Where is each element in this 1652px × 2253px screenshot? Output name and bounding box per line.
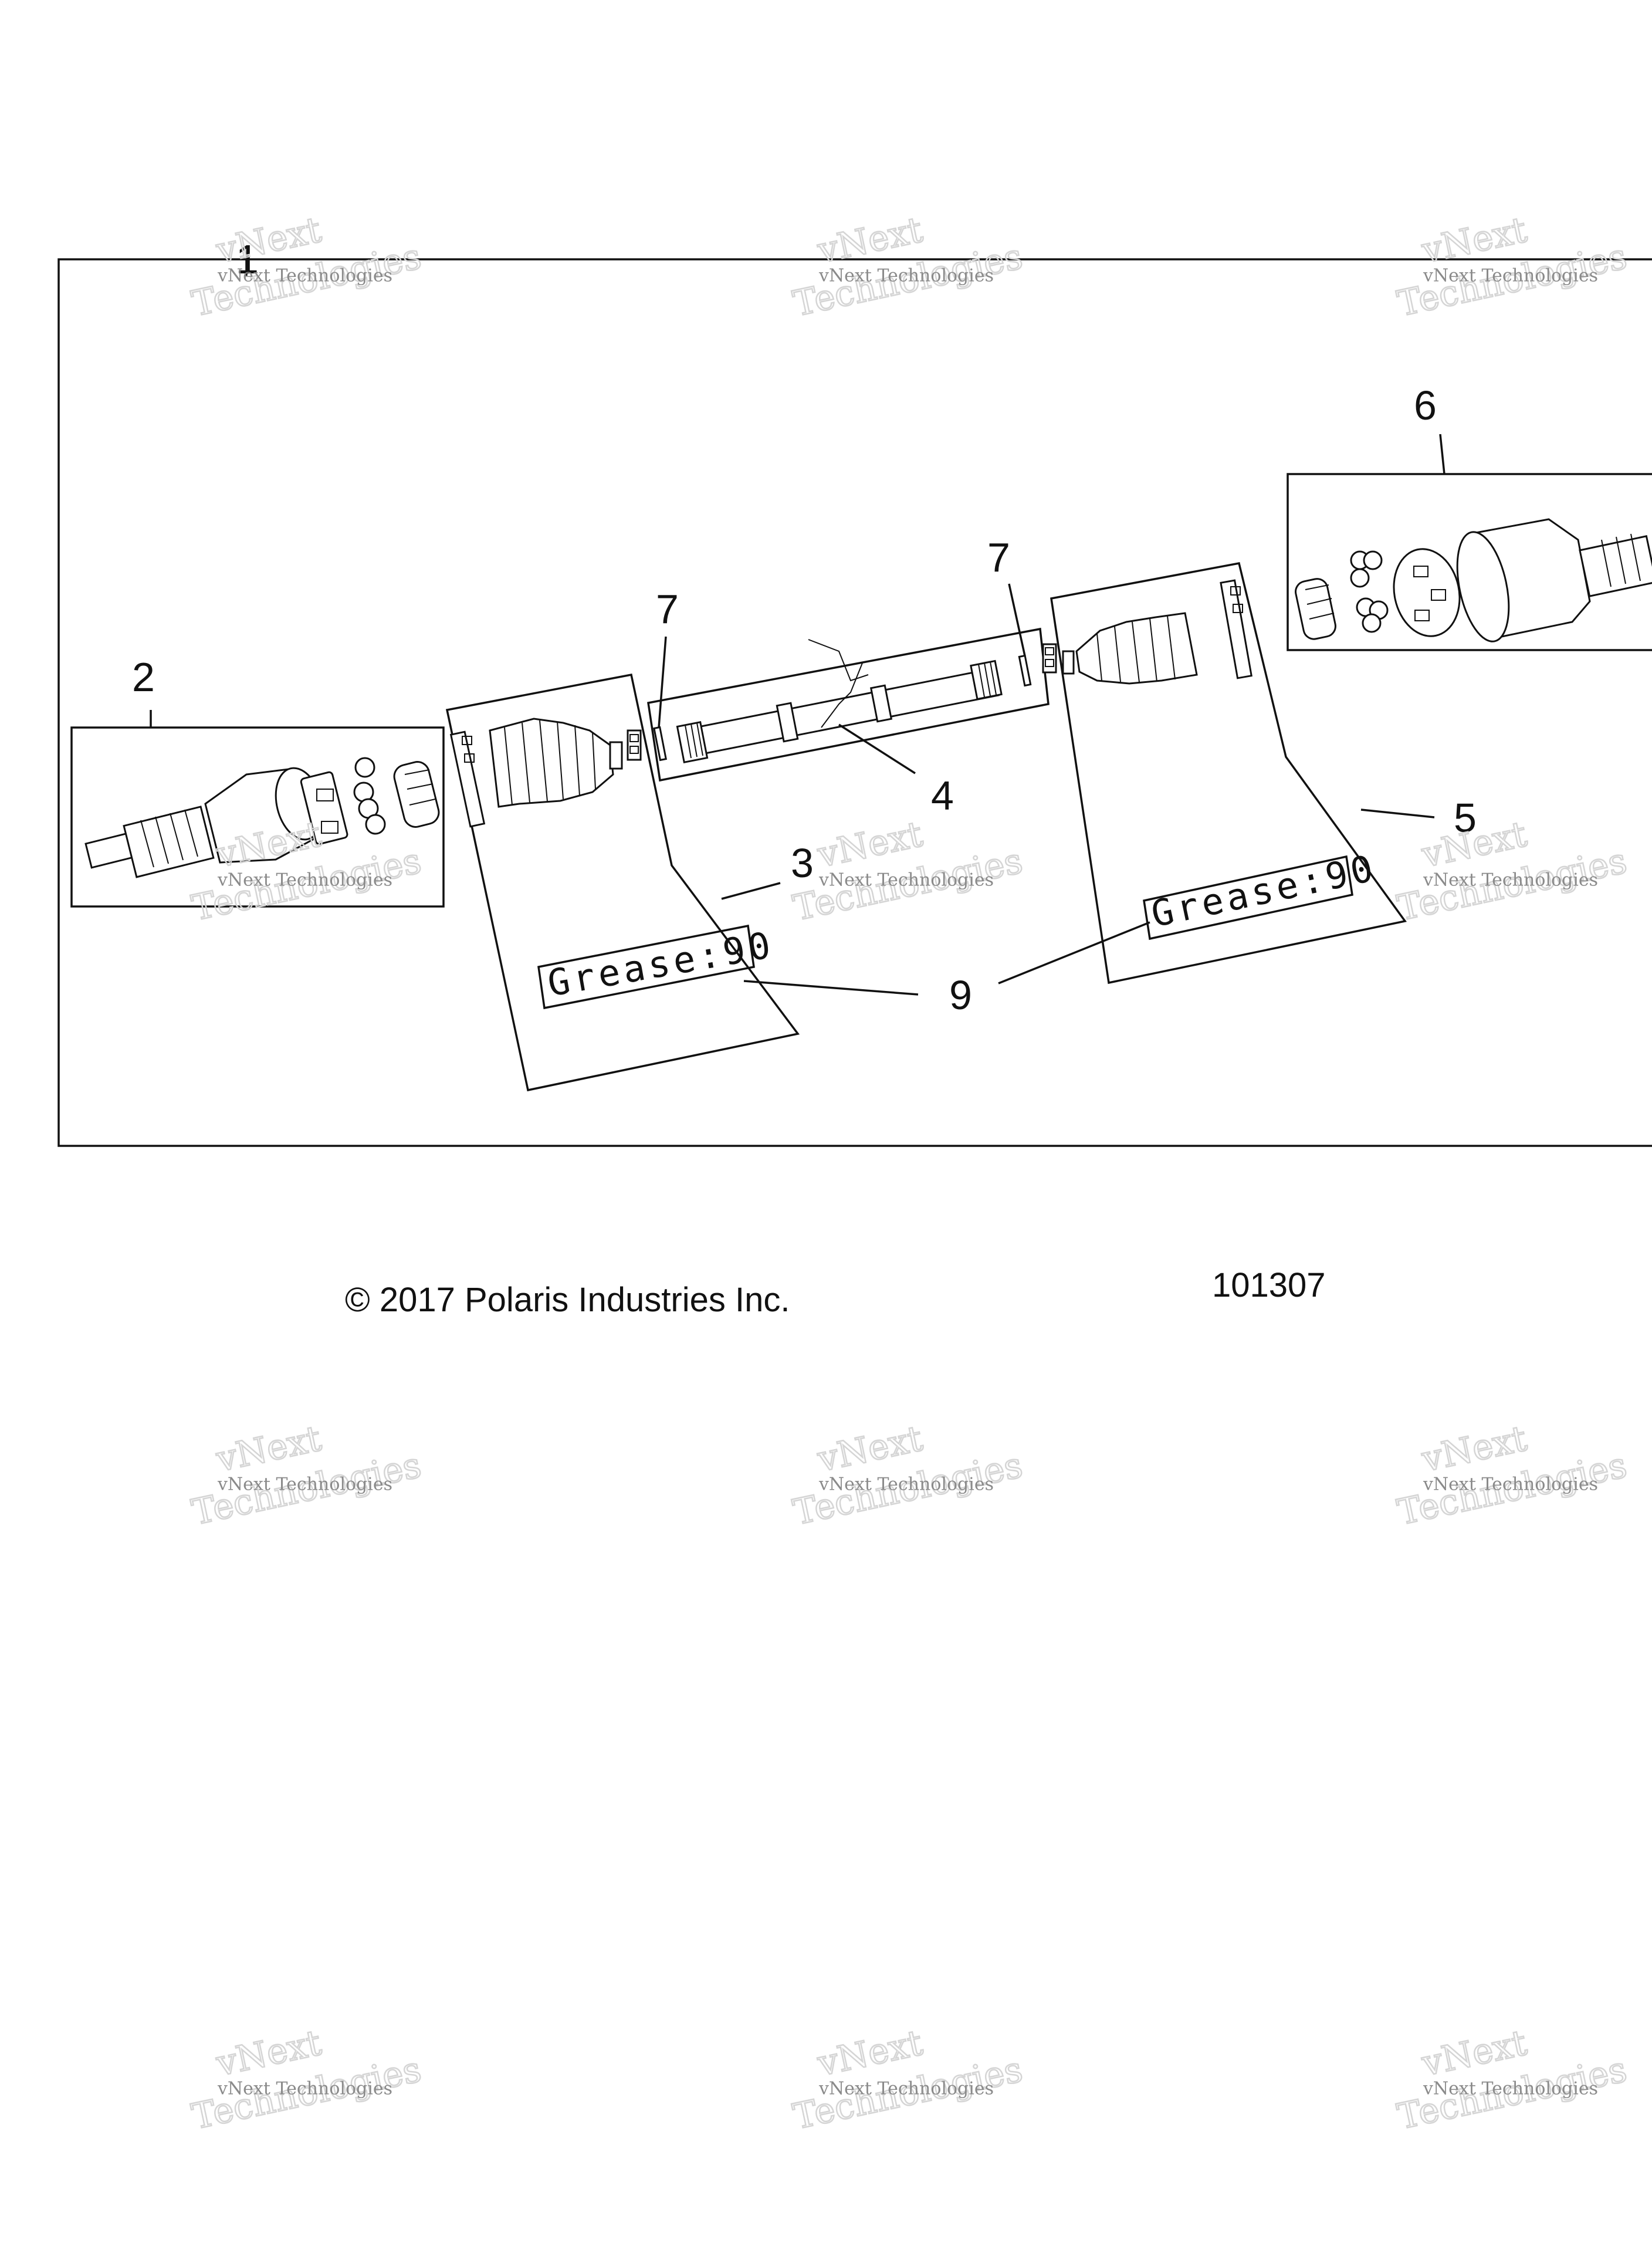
callout-2: 2 [132,654,155,700]
svg-text:vNext Technologies: vNext Technologies [818,1474,994,1494]
grease-label-right: Grease:90 [1147,846,1380,935]
svg-text:vNext Technologies: vNext Technologies [217,1474,392,1494]
svg-text:vNext Technologies: vNext Technologies [1423,1474,1598,1494]
outer-cv-joint-icon [84,757,440,878]
watermark: vNext Technologies vNext Technologies [1393,1418,1631,1534]
svg-text:vNext Technologies: vNext Technologies [217,870,392,890]
callout-7-right: 7 [987,535,1010,580]
watermark: vNext Technologies vNext Technologies [789,2022,1027,2139]
callout-9: 9 [949,972,972,1018]
shaft-icon [676,639,1003,764]
inner-cv-joint-group[interactable] [1287,434,1652,651]
copyright-text: © 2017 Polaris Industries Inc. [345,1281,790,1319]
watermark-layer: vNext Technologies vNext Technologies vN… [188,209,1631,2139]
watermark: vNext Technologies vNext Technologies [188,2022,425,2139]
callout-4: 4 [931,773,954,818]
svg-text:vNext Technologies: vNext Technologies [1423,2078,1598,2099]
assembly-frame [57,258,1652,1147]
watermark: vNext Technologies vNext Technologies [789,813,1027,930]
left-boot-icon [449,718,642,828]
callout-3: 3 [791,840,814,886]
retaining-ring-left[interactable] [653,636,668,762]
svg-text:vNext Technologies: vNext Technologies [818,870,994,890]
watermark: vNext Technologies vNext Technologies [789,1418,1027,1534]
figure-number: 101307 [1212,1266,1326,1304]
retaining-ring-right[interactable] [1008,583,1032,687]
svg-text:vNext Technologies: vNext Technologies [217,265,392,286]
callout-6: 6 [1414,383,1437,428]
svg-text:vNext Technologies: vNext Technologies [818,265,994,286]
outer-cv-joint-group[interactable] [70,710,445,908]
callout-1: 1 [236,236,259,282]
callout-5: 5 [1454,795,1477,841]
svg-text:vNext Technologies: vNext Technologies [217,2078,392,2099]
center-shaft-group[interactable] [647,627,1050,782]
svg-text:vNext Technologies: vNext Technologies [1423,265,1598,286]
inner-cv-joint-icon [1295,518,1652,642]
right-boot-icon [1042,579,1252,685]
watermark: vNext Technologies vNext Technologies [188,1418,425,1534]
grease-label-left: Grease:90 [544,923,777,1005]
svg-text:vNext Technologies: vNext Technologies [818,2078,994,2099]
watermark: vNext Technologies vNext Technologies [1393,2022,1631,2139]
callout-7-left: 7 [656,586,679,632]
callout-9-leaders [743,921,1150,996]
svg-text:vNext Technologies: vNext Technologies [1423,870,1598,890]
